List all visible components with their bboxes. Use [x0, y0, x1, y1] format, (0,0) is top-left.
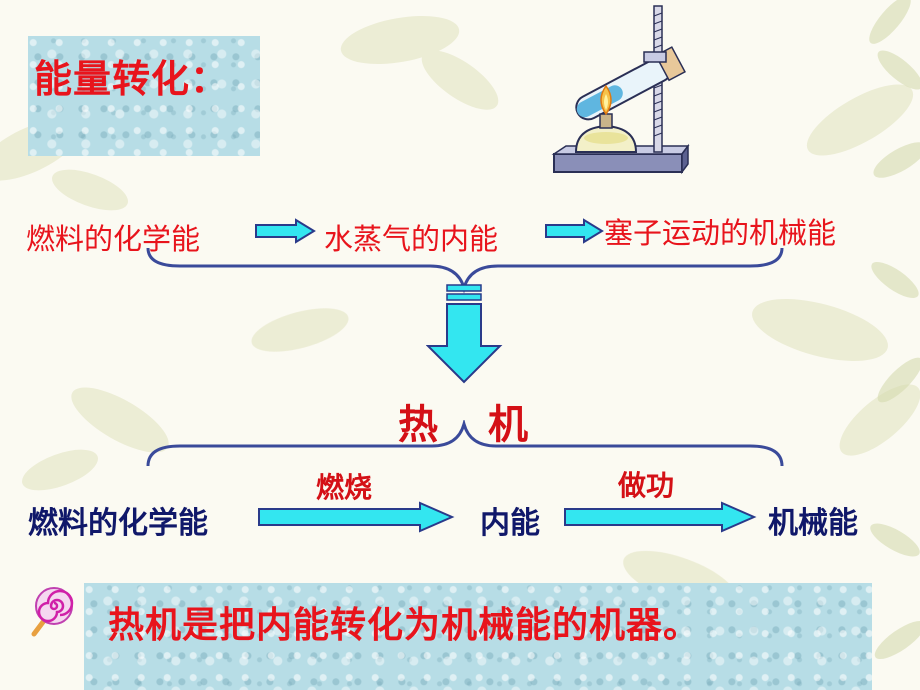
top-arrow-1	[255, 218, 316, 244]
lollipop-icon	[31, 587, 74, 637]
summary-panel	[84, 583, 872, 690]
bottom-mechanical-energy: 机械能	[768, 506, 858, 541]
lower-brace	[146, 420, 784, 467]
process-burning: 燃烧	[316, 471, 373, 504]
down-arrow	[426, 284, 503, 384]
bottom-chemical-energy: 燃料的化学能	[28, 506, 208, 541]
top-step-steam-internal-energy: 水蒸气的内能	[324, 222, 499, 256]
bottom-arrow-burning	[258, 501, 455, 533]
process-doing-work: 做功	[618, 469, 675, 502]
top-arrow-2	[545, 218, 604, 244]
bottom-internal-energy: 内能	[480, 506, 540, 541]
heat-engine-char-2: 机	[488, 402, 528, 448]
title-panel	[28, 36, 260, 156]
page-title: 能量转化：	[34, 57, 230, 101]
heat-engine-char-1: 热	[398, 402, 438, 448]
bottom-arrow-work	[564, 501, 757, 533]
summary-statement: 热机是把内能转化为机械能的机器。	[108, 605, 701, 646]
top-step-chemical-energy: 燃料的化学能	[26, 222, 201, 256]
test-tube-apparatus-illustration	[551, 5, 690, 175]
top-step-cork-mechanical-energy: 塞子运动的机械能	[604, 216, 837, 250]
